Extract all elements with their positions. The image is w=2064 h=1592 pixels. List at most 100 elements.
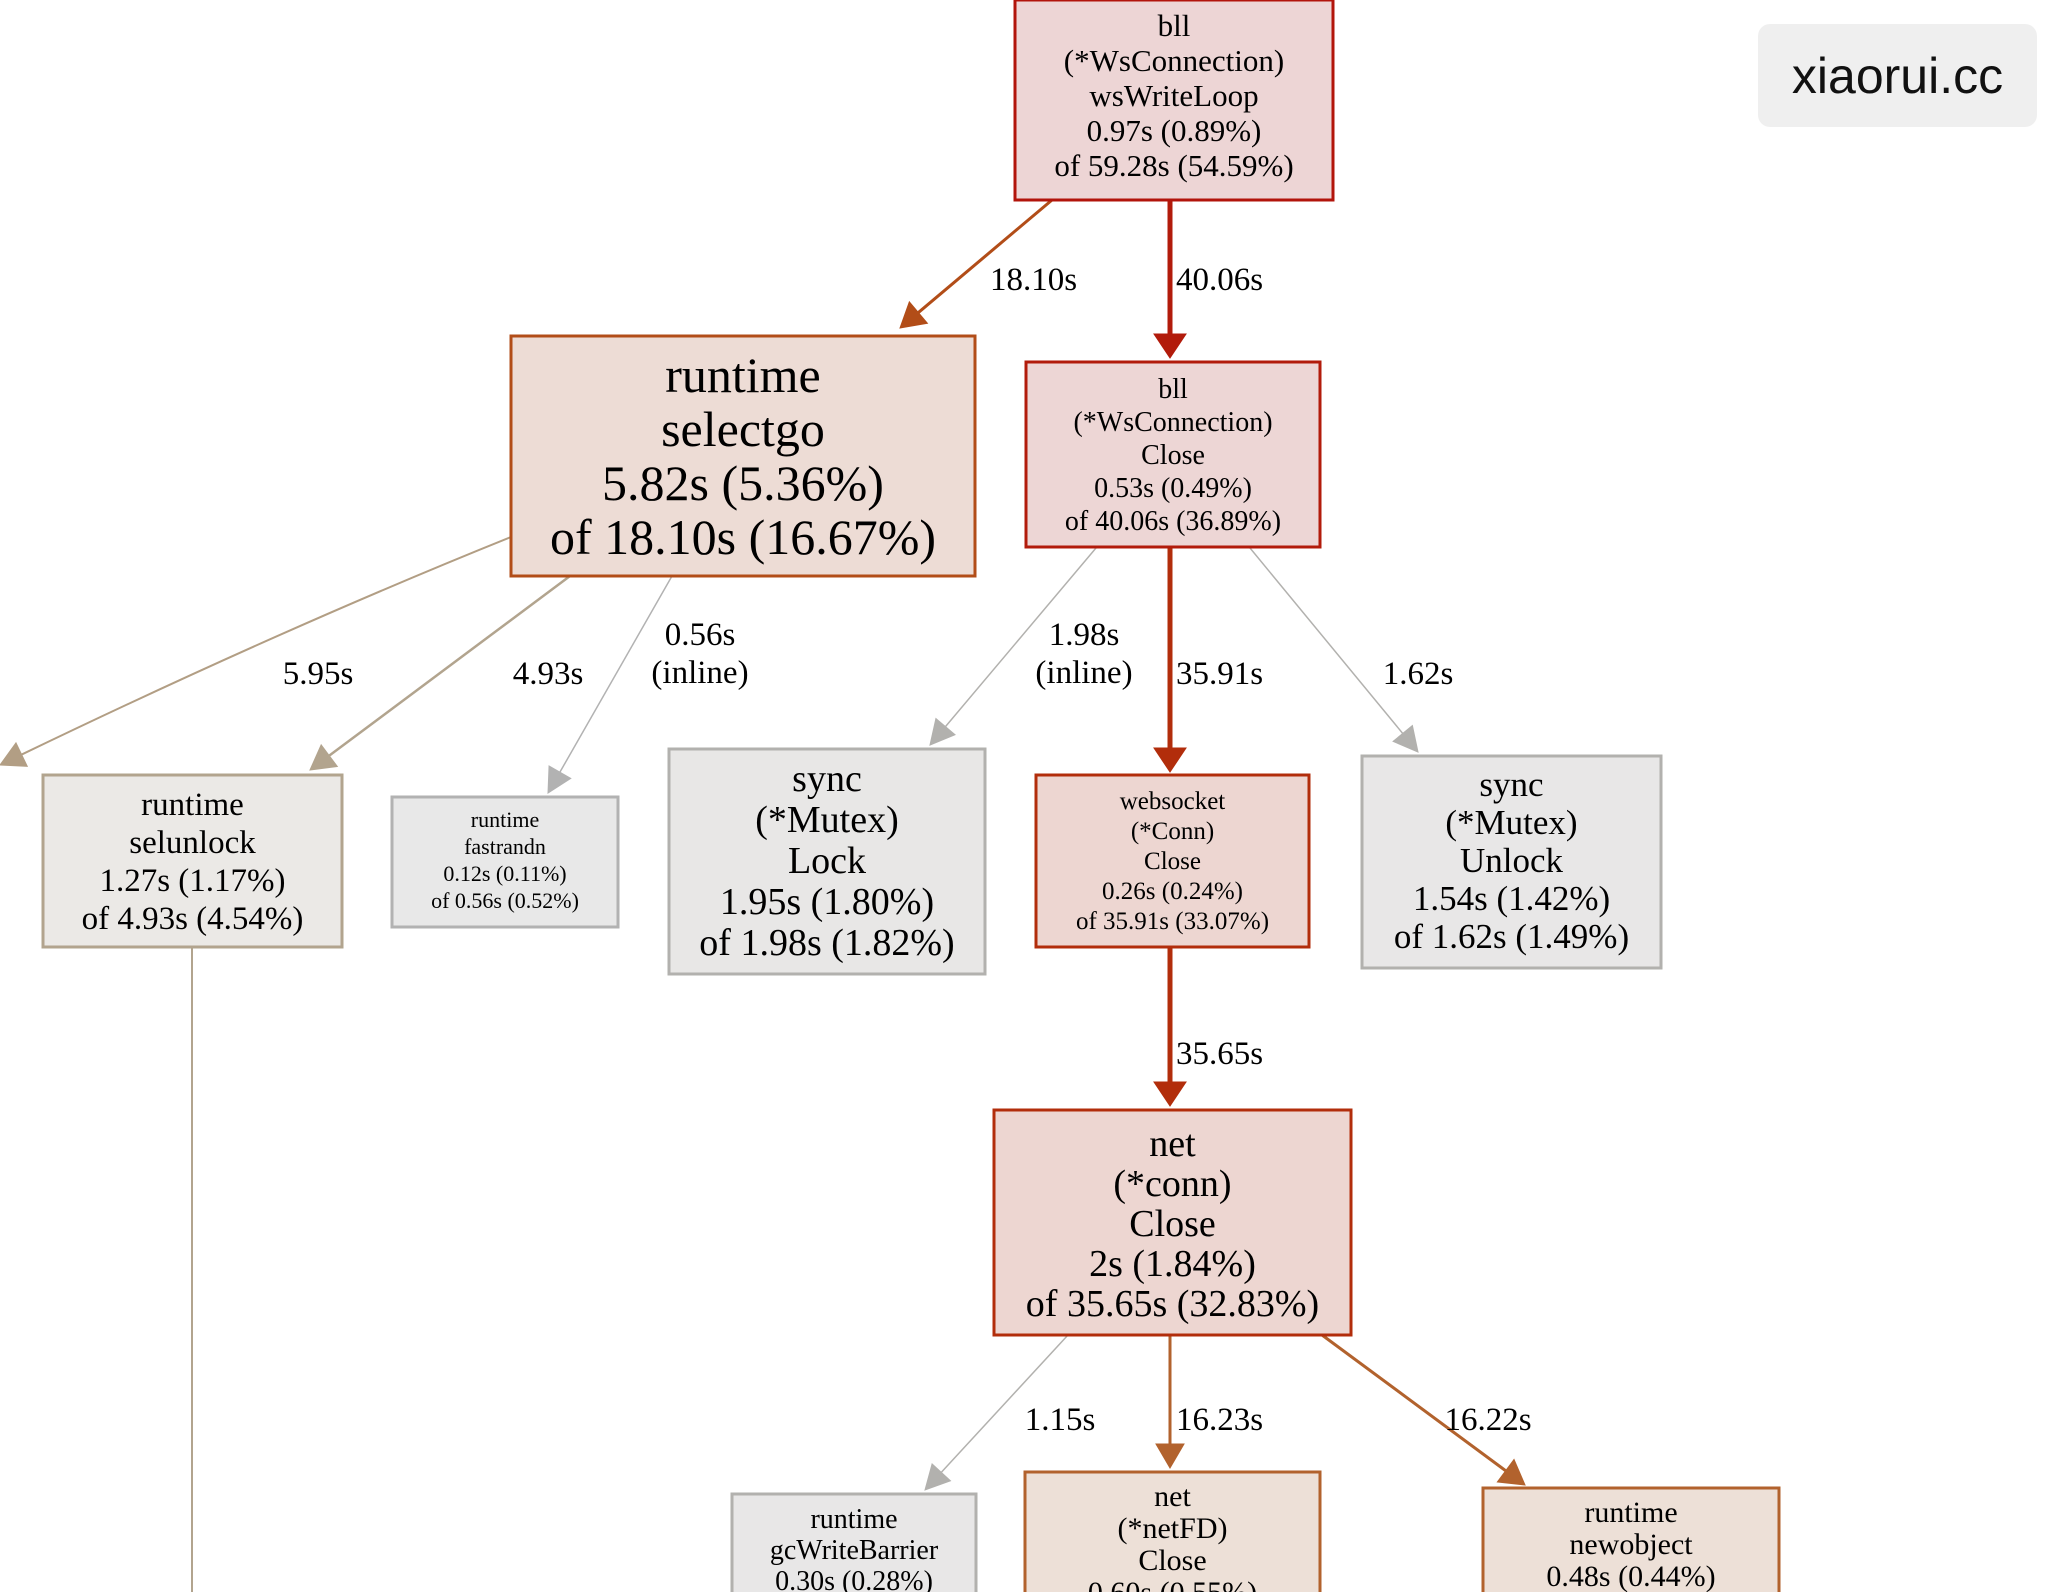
node-label-line: of 1.62s (1.49%) xyxy=(1394,917,1629,956)
node-label-line: 0.53s (0.49%) xyxy=(1094,473,1252,504)
edge-label: 35.65s xyxy=(1176,1036,1263,1072)
arrowhead-icon xyxy=(1155,1443,1185,1469)
node-label-line: runtime xyxy=(665,347,821,403)
arrowhead-icon xyxy=(547,765,572,794)
arrowhead-icon xyxy=(924,1462,952,1491)
node-wsConnClose[interactable]: websocket (*Conn) Close 0.26s (0.24%) of 35.… xyxy=(1034,773,1311,949)
node-label-line: of 4.93s (4.54%) xyxy=(82,901,304,937)
edge-netConnClose-to-newobject[interactable]: 16.22s xyxy=(1321,1333,1532,1486)
edge-wsClose-to-wsConnClose[interactable]: 35.91s xyxy=(1153,548,1263,773)
edge-netConnClose-to-gcWriteBarrier[interactable]: 1.15s xyxy=(924,1334,1096,1491)
node-label-line: websocket xyxy=(1120,788,1226,815)
node-label-line: runtime xyxy=(1584,1496,1677,1529)
node-label-line: 0.30s (0.28%) xyxy=(775,1566,933,1592)
node-label-line: 1.95s (1.80%) xyxy=(720,881,934,923)
edge-label: 5.95s xyxy=(283,656,354,692)
node-label-line: (*WsConnection) xyxy=(1064,43,1284,78)
node-label-line: runtime xyxy=(471,807,539,832)
edge-line xyxy=(1249,547,1404,734)
node-label-line: newobject xyxy=(1569,1528,1693,1561)
node-label-line: Close xyxy=(1144,848,1201,875)
node-label-line: 5.82s (5.36%) xyxy=(602,455,884,511)
edge-label: 1.98s xyxy=(1049,617,1120,653)
node-label-line: bll xyxy=(1158,374,1188,405)
node-label-line: bll xyxy=(1158,8,1191,43)
arrowhead-icon xyxy=(899,300,929,329)
node-label-line: of 40.06s (36.89%) xyxy=(1065,506,1281,537)
edge-label: 18.10s xyxy=(990,262,1077,298)
edge-label: 16.23s xyxy=(1176,1402,1263,1438)
node-label-line: of 35.65s (32.83%) xyxy=(1026,1283,1319,1325)
arrowhead-icon xyxy=(1153,747,1187,773)
node-label-line: 0.26s (0.24%) xyxy=(1102,878,1243,905)
edge-label: 40.06s xyxy=(1176,262,1263,298)
edge-wsClose-to-mutexUnlock[interactable]: 1.62s xyxy=(1249,547,1453,753)
node-label-line: 1.54s (1.42%) xyxy=(1413,879,1610,918)
edge-selectgo-to-offscreen[interactable]: 5.95s xyxy=(0,536,512,767)
edge-label: 0.56s xyxy=(665,617,736,653)
arrowhead-icon xyxy=(929,717,956,746)
arrowhead-icon xyxy=(1496,1458,1526,1486)
edge-wsClose-to-mutexLock[interactable]: 1.98s(inline) xyxy=(929,547,1133,746)
edge-wsWriteLoop-to-wsClose[interactable]: 40.06s xyxy=(1153,200,1263,359)
node-label-line: sync xyxy=(792,758,862,800)
edge-netConnClose-to-netFDClose[interactable]: 16.23s xyxy=(1155,1335,1263,1469)
node-box xyxy=(992,1108,1353,1337)
edge-wsConnClose-to-netConnClose[interactable]: 35.65s xyxy=(1153,947,1263,1107)
edge-selectgo-to-selunlock[interactable]: 4.93s xyxy=(309,574,584,771)
arrowhead-icon xyxy=(1392,724,1419,753)
node-label-line: sync xyxy=(1479,765,1543,804)
node-box xyxy=(1034,773,1311,949)
node-label-line: of 0.56s (0.52%) xyxy=(431,888,579,913)
node-label-line: 0.48s (0.44%) xyxy=(1546,1560,1715,1592)
node-label-line: wsWriteLoop xyxy=(1089,78,1258,113)
edge-label: (inline) xyxy=(1035,655,1132,691)
edge-selectgo-to-fastrandn[interactable]: 0.56s(inline) xyxy=(547,575,749,794)
node-box xyxy=(1023,1470,1322,1592)
node-label-line: Close xyxy=(1129,1203,1216,1245)
node-label-line: of 1.98s (1.82%) xyxy=(699,922,954,964)
node-box xyxy=(1013,0,1335,202)
node-box xyxy=(390,795,620,929)
edge-wsWriteLoop-to-selectgo[interactable]: 18.10s xyxy=(899,198,1077,329)
edge-label: 35.91s xyxy=(1176,656,1263,692)
node-label-line: fastrandn xyxy=(464,834,546,859)
node-label-line: of 18.10s (16.67%) xyxy=(550,509,936,565)
edge-label: 1.15s xyxy=(1025,1402,1096,1438)
node-label-line: (*netFD) xyxy=(1118,1512,1228,1545)
node-label-line: of 59.28s (54.59%) xyxy=(1054,148,1293,183)
node-box xyxy=(667,747,987,976)
arrowhead-icon xyxy=(1153,1081,1187,1107)
node-box xyxy=(1024,360,1322,549)
arrowhead-icon xyxy=(0,741,29,767)
watermark: xiaorui.cc xyxy=(1758,24,2037,127)
node-label-line: (*WsConnection) xyxy=(1073,407,1272,438)
edge-label: 16.22s xyxy=(1444,1402,1531,1438)
arrowhead-icon xyxy=(1153,333,1187,359)
node-box xyxy=(1481,1486,1781,1592)
arrowhead-icon xyxy=(309,743,339,771)
edge-label: (inline) xyxy=(651,655,748,691)
edge-line xyxy=(917,198,1053,314)
node-label-line: gcWriteBarrier xyxy=(770,1535,939,1566)
node-label-line: (*Conn) xyxy=(1131,818,1214,845)
node-label-line: 2s (1.84%) xyxy=(1089,1243,1256,1285)
node-box xyxy=(41,773,344,949)
node-label-line: 0.97s (0.89%) xyxy=(1087,113,1262,148)
edge-label: 4.93s xyxy=(513,656,584,692)
node-label-line: of 35.91s (33.07%) xyxy=(1076,908,1269,935)
edge-line xyxy=(328,574,571,757)
